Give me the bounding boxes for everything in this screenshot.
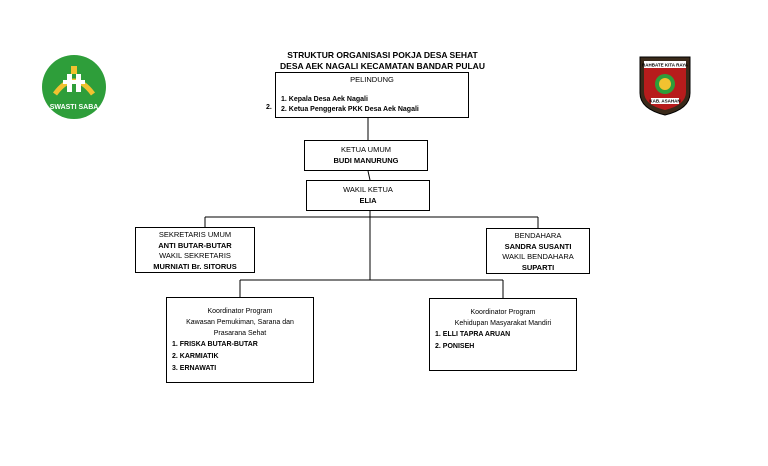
bendahara-title: BENDAHARA: [514, 231, 562, 240]
wakil-ketua-title: WAKIL KETUA: [343, 185, 393, 194]
pelindung-stray-mark: 2.: [266, 104, 272, 111]
member-item: 1. ELLI TAPRA ARUAN: [435, 331, 511, 338]
shield-top-text: RAHBATE KITA RAYA: [642, 63, 689, 68]
wakil-ketua-box: WAKIL KETUA ELIA: [306, 180, 430, 211]
koordinator-1-subtitle: Prasarana Sehat: [213, 330, 267, 337]
bendahara-box: BENDAHARA SANDRA SUSANTI WAKIL BENDAHARA…: [486, 228, 590, 274]
pelindung-list: 1. Kepala Desa Aek Nagali 2. Ketua Pengg…: [276, 95, 468, 115]
title-line-1: STRUKTUR ORGANISASI POKJA DESA SEHAT: [287, 50, 478, 60]
sekretaris-name: ANTI BUTAR-BUTAR: [158, 240, 232, 250]
pelindung-item: 1. Kepala Desa Aek Nagali: [281, 95, 368, 103]
koordinator-1-subtitle: Kawasan Pemukiman, Sarana dan: [186, 319, 294, 326]
swasti-saba-logo: SWASTI SABA: [41, 54, 107, 120]
pelindung-item: 2. Ketua Penggerak PKK Desa Aek Nagali: [281, 105, 419, 113]
koordinator-program-2-box: Koordinator Program Kehidupan Masyarakat…: [429, 298, 577, 371]
koordinator-program-1-box: Koordinator Program Kawasan Pemukiman, S…: [166, 297, 314, 383]
koordinator-1-members: 1. FRISKA BUTAR-BUTAR 2. KARMIATIK 3. ER…: [167, 339, 313, 375]
line-ketua-wakil: [367, 170, 371, 181]
wakil-ketua-name: ELIA: [359, 195, 377, 205]
ketua-umum-box: KETUA UMUM BUDI MANURUNG: [304, 140, 428, 171]
member-item: 2. PONISEH: [435, 343, 475, 350]
ketua-umum-name: BUDI MANURUNG: [333, 155, 399, 165]
koordinator-2-members: 1. ELLI TAPRA ARUAN 2. PONISEH: [430, 329, 576, 353]
member-item: 2. KARMIATIK: [172, 353, 219, 360]
member-item: 3. ERNAWATI: [172, 365, 217, 372]
ketua-umum-title: KETUA UMUM: [340, 145, 391, 154]
kabupaten-asahan-shield: RAHBATE KITA RAYA KAB. ASAHAN: [638, 55, 692, 117]
wakil-bendahara-name: SUPARTI: [521, 262, 555, 272]
pelindung-title: PELINDUNG: [350, 75, 394, 84]
sekretaris-box: SEKRETARIS UMUM ANTI BUTAR-BUTAR WAKIL S…: [135, 227, 255, 273]
page-title: STRUKTUR ORGANISASI POKJA DESA SEHAT DES…: [230, 50, 535, 72]
bendahara-name: SANDRA SUSANTI: [504, 241, 572, 251]
shield-bottom-text: KAB. ASAHAN: [649, 99, 680, 104]
sekretaris-title: SEKRETARIS UMUM: [158, 230, 232, 239]
pelindung-box: PELINDUNG 1. Kepala Desa Aek Nagali 2. K…: [275, 72, 469, 118]
wakil-bendahara-title: WAKIL BENDAHARA: [502, 252, 574, 261]
koordinator-1-title: Koordinator Program: [207, 308, 273, 315]
title-line-2: DESA AEK NAGALI KECAMATAN BANDAR PULAU: [280, 61, 485, 71]
koordinator-2-subtitle: Kehidupan Masyarakat Mandiri: [454, 320, 552, 327]
member-item: 1. FRISKA BUTAR-BUTAR: [172, 341, 258, 348]
wakil-sekretaris-name: MURNIATI Br. SITORUS: [153, 261, 237, 271]
koordinator-2-title: Koordinator Program: [470, 309, 536, 316]
swasti-saba-text: SWASTI SABA: [50, 104, 99, 111]
wakil-sekretaris-title: WAKIL SEKRETARIS: [159, 251, 231, 260]
